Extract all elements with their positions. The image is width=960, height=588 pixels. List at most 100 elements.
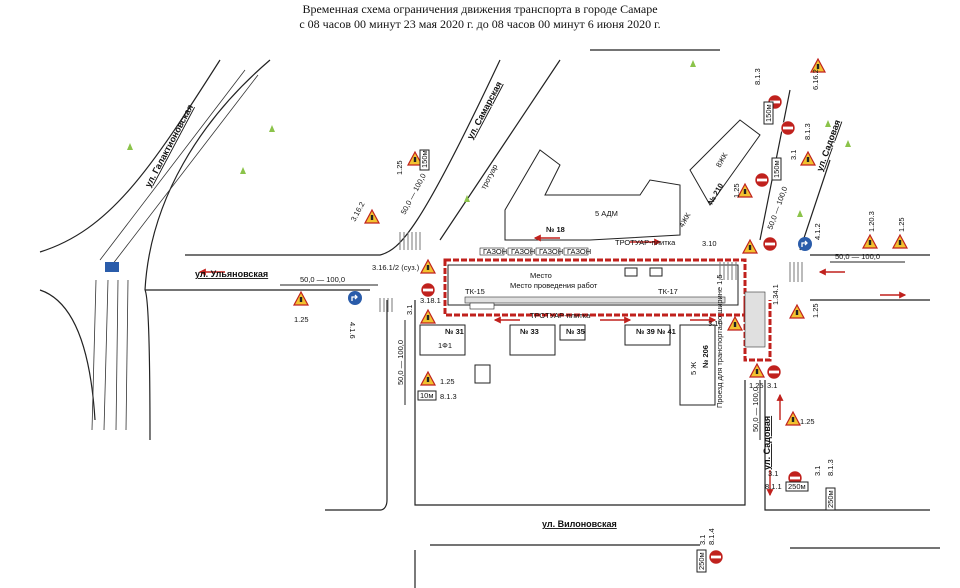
plate-d5: 250м — [697, 552, 706, 570]
label-tk17: ТК-17 — [658, 287, 678, 296]
building-33 — [509, 324, 556, 356]
code-62: 6.16.2 — [811, 69, 820, 90]
house-18: № 18 — [546, 225, 565, 234]
direction-sign-412 — [797, 236, 813, 252]
vilonovskaya-corner-west — [325, 499, 388, 511]
noentry-sign-4 — [708, 549, 724, 565]
code-125f: 1.25 — [811, 303, 820, 318]
galaktionovskaya-road-edge — [39, 59, 221, 253]
warning-sign-2 — [364, 209, 380, 224]
speed-limit-1: 50,0 — 100,0 — [300, 275, 345, 284]
traffic-arrows — [198, 234, 907, 497]
plate-d3: 150м — [764, 104, 773, 122]
warning-sign-8 — [742, 239, 758, 254]
samarskaya-road-edge-west — [185, 59, 501, 256]
code-3141: 1.34.1 — [771, 284, 780, 305]
speed-limit-3: 50,0 — 100,0 — [835, 252, 880, 261]
warning-sign-10 — [785, 411, 801, 426]
label-tk15: ТК-15 — [465, 287, 485, 296]
label-work-zone: Место проведения работ — [510, 281, 598, 290]
code-31b: 3.1 — [768, 469, 778, 478]
code-125g: 1.25 — [395, 160, 404, 175]
house-33: № 33 — [520, 327, 539, 336]
building-39 — [624, 324, 671, 346]
house-31: № 31 — [445, 327, 464, 336]
label-sidewalk-bottom: ТРОТУАР-плитка — [530, 311, 591, 320]
lawn-label-1: ГАЗОН — [483, 247, 507, 256]
warning-sign-12 — [862, 234, 878, 249]
code-310b: 3.10 — [708, 319, 723, 328]
house-35: № 35 — [566, 327, 585, 336]
noentry-sign-2 — [766, 364, 782, 380]
street-vilonovskaya: ул. Вилоновская — [542, 519, 617, 529]
vilonovskaya-south-edge — [414, 544, 700, 588]
plate-d6: 150м — [420, 150, 429, 168]
building-210 — [689, 119, 761, 206]
code-31e: 3.1 — [405, 305, 414, 315]
label-1j: 1Ф1 — [438, 341, 452, 350]
code-416: 4.1.6 — [348, 322, 357, 339]
code-31d: 3.1 — [698, 535, 707, 545]
block-south-outline — [414, 300, 746, 506]
code-813top: 8.1.3 — [753, 68, 762, 85]
noentry-sign-8 — [754, 172, 770, 188]
code-125b: 1.25 — [440, 377, 455, 386]
lawn-label-2: ГАЗОН — [511, 247, 535, 256]
small-building — [474, 364, 491, 384]
lawn-boxes — [469, 247, 589, 310]
street-sadovaya-bottom: ул. Садовая — [762, 416, 772, 470]
warning-sign-14 — [800, 151, 816, 166]
code-3161: 3.16.1/2 (суз.) — [372, 263, 420, 272]
galaktionovskaya-road-edge-2 — [144, 59, 271, 291]
warning-sign-4 — [420, 309, 436, 324]
building-206 — [679, 324, 716, 406]
house-39: № 39 — [636, 327, 655, 336]
code-814: 8.1.4 — [707, 528, 716, 545]
code-813c: 8.1.3 — [803, 123, 812, 140]
galaktionovskaya-road-south — [39, 289, 96, 421]
warning-sign-13 — [892, 234, 908, 249]
work-zone-fence — [443, 258, 772, 362]
plate-d2: 250м — [826, 490, 835, 508]
warning-sign-1 — [293, 291, 309, 306]
street-samarskaya: ул. Самарская — [465, 80, 504, 141]
direction-sign-416 — [347, 290, 363, 306]
warning-sign-9 — [749, 363, 765, 378]
building-31 — [419, 324, 466, 356]
title-line-1: Временная схема ограничения движения тра… — [302, 2, 658, 16]
label-passage: Проезд для транспорта по ширине 1,5 — [715, 274, 724, 408]
speed-limit-4: 50,0 — 100,0 — [751, 387, 760, 432]
house-206: № 206 — [701, 345, 710, 368]
lawn-label-3: ГАЗОН — [539, 247, 563, 256]
label-sidewalk-top: ТРОТУАР-плитка — [615, 238, 676, 247]
house-41: № 41 — [657, 327, 676, 336]
code-310: 3.10 — [702, 239, 717, 248]
plate-d4: 150м — [772, 160, 781, 178]
title-line-2: с 08 часов 00 минут 23 мая 2020 г. до 08… — [299, 17, 661, 31]
code-3162: 3.16.2 — [349, 200, 367, 223]
warning-sign-3 — [420, 259, 436, 274]
code-1203: 1.20.3 — [867, 211, 876, 232]
building-18 — [504, 149, 681, 241]
distance-lines — [280, 261, 905, 440]
label-5j: 5 Ж — [689, 362, 698, 375]
code-125e: 1.25 — [897, 217, 906, 232]
code-31a: 3.1 — [767, 381, 777, 390]
railway — [91, 69, 259, 431]
code-31f: 3.1 — [789, 150, 798, 160]
map-title: Временная схема ограничения движения тра… — [0, 2, 960, 32]
noentry-sign-7 — [780, 120, 796, 136]
code-813a: 8.1.3 — [440, 392, 457, 401]
buildings — [419, 119, 761, 406]
code-125d: 1.25 — [749, 381, 764, 390]
lawn-label-4: ГАЗОН — [567, 247, 591, 256]
code-813b: 8.1.3 — [826, 459, 835, 476]
code-125top: 1.25 — [732, 183, 741, 198]
label-work-zone-1: Место — [530, 271, 552, 280]
label-adm: 5 АДМ — [595, 209, 618, 218]
distance-plates: 250м 250м 150м 150м 250м 150м 10м — [417, 101, 836, 573]
noentry-sign-1 — [420, 282, 436, 298]
street-ulyanovskaya: ул. Ульяновская — [195, 269, 268, 279]
building-35 — [559, 324, 586, 341]
